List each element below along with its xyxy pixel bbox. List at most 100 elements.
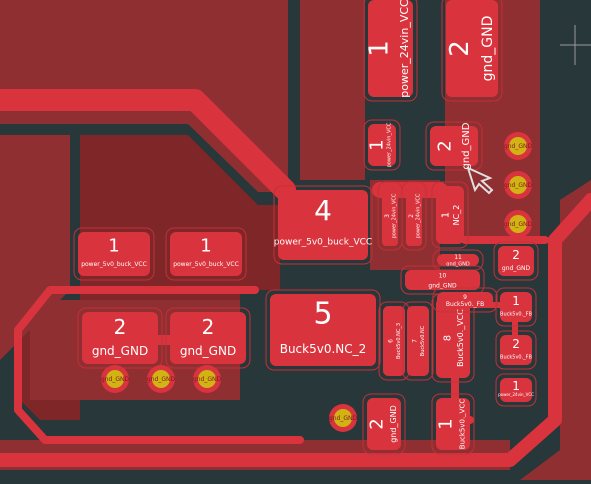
pad[interactable]: 10 gnd_GND bbox=[400, 265, 485, 295]
pad-body bbox=[406, 186, 422, 246]
pad-number: 1 bbox=[365, 40, 395, 57]
pad-label-group: 2 gnd_GND bbox=[445, 16, 496, 82]
pad[interactable]: 2 gnd_GND bbox=[441, 0, 503, 102]
pad-number: 2 bbox=[445, 40, 475, 57]
via-net-name: gnd_GND bbox=[504, 221, 533, 228]
pad-net-name: gnd_GND bbox=[92, 344, 148, 358]
pad-net-name: Buck5v0._VCC bbox=[456, 309, 465, 367]
pad-number: 10 bbox=[439, 273, 447, 280]
pad-clearance bbox=[495, 287, 537, 327]
pad-net-name: Buck5v0.NC_3 bbox=[396, 323, 402, 359]
pad-number: 1 bbox=[435, 418, 456, 429]
pad[interactable]: 4 power_5v0_buck_VCC bbox=[273, 185, 373, 265]
trace-left-loop bbox=[14, 286, 304, 444]
pad-number: 9 bbox=[463, 294, 467, 301]
pad-net-name: gnd_GND bbox=[180, 344, 236, 358]
pad-clearance bbox=[273, 185, 373, 265]
via[interactable]: gnd_GND bbox=[193, 365, 222, 393]
pad-clearance bbox=[363, 0, 418, 102]
pad-number: 1 bbox=[108, 235, 119, 256]
pad-clearance bbox=[493, 241, 539, 281]
copper-zone-top-center bbox=[300, 0, 365, 180]
pad-clearance bbox=[401, 181, 427, 251]
pad-body bbox=[436, 398, 470, 450]
pad-clearance bbox=[165, 227, 247, 281]
pad-number: 2 bbox=[434, 140, 455, 151]
pad-number: 8 bbox=[443, 335, 454, 341]
pad-number: 4 bbox=[314, 194, 332, 227]
pad-number: 1 bbox=[366, 139, 387, 150]
via[interactable]: gnd_GND bbox=[101, 365, 130, 393]
pad-net-name: gnd_GND bbox=[502, 265, 531, 272]
via[interactable]: gnd_GND bbox=[504, 210, 533, 238]
via[interactable]: gnd_GND bbox=[329, 404, 358, 432]
pad-number: 5 bbox=[313, 297, 332, 332]
pad-net-name: power_24vin_VCC bbox=[416, 193, 422, 238]
pad-number: 1 bbox=[512, 379, 520, 393]
via-net-name: gnd_GND bbox=[147, 376, 176, 383]
pad-body bbox=[170, 312, 246, 364]
via-ring bbox=[509, 137, 527, 155]
via-ring bbox=[106, 370, 124, 388]
pad-clearance bbox=[362, 393, 406, 455]
pad-clearance bbox=[431, 181, 469, 249]
pad-clearance bbox=[425, 121, 483, 171]
pad-net-name: power_24vin_VCC bbox=[387, 122, 393, 167]
pad-net-name: Buck5v0.NC_2 bbox=[280, 342, 367, 356]
pad-number: 2 bbox=[512, 337, 520, 351]
pad-body bbox=[78, 232, 150, 276]
via[interactable]: gnd_GND bbox=[504, 132, 533, 160]
via-net-name: gnd_GND bbox=[329, 415, 358, 422]
pad-net-name: gnd_GND bbox=[446, 262, 470, 268]
via-net-name: gnd_GND bbox=[504, 143, 533, 150]
pad-net-name: gnd_GND bbox=[480, 16, 496, 82]
pad-clearance bbox=[495, 330, 537, 370]
pad-body bbox=[270, 294, 376, 366]
vias: gnd_GND gnd_GND gnd_GND gnd_GND gnd_GND gnd_G… bbox=[101, 132, 533, 432]
via[interactable]: gnd_GND bbox=[147, 365, 176, 393]
pad-body bbox=[82, 312, 158, 364]
via[interactable]: gnd_GND bbox=[504, 171, 533, 199]
pad-body bbox=[407, 306, 429, 376]
pad-number: 2 bbox=[366, 418, 387, 429]
pad-net-name: power_5v0_buck_VCC bbox=[274, 238, 372, 248]
via-ring bbox=[334, 409, 352, 427]
pad-body bbox=[500, 335, 532, 365]
via-ring bbox=[198, 370, 216, 388]
trace-power-24vin bbox=[0, 89, 296, 201]
pad-net-name: Buck5v0._FB bbox=[446, 301, 484, 308]
